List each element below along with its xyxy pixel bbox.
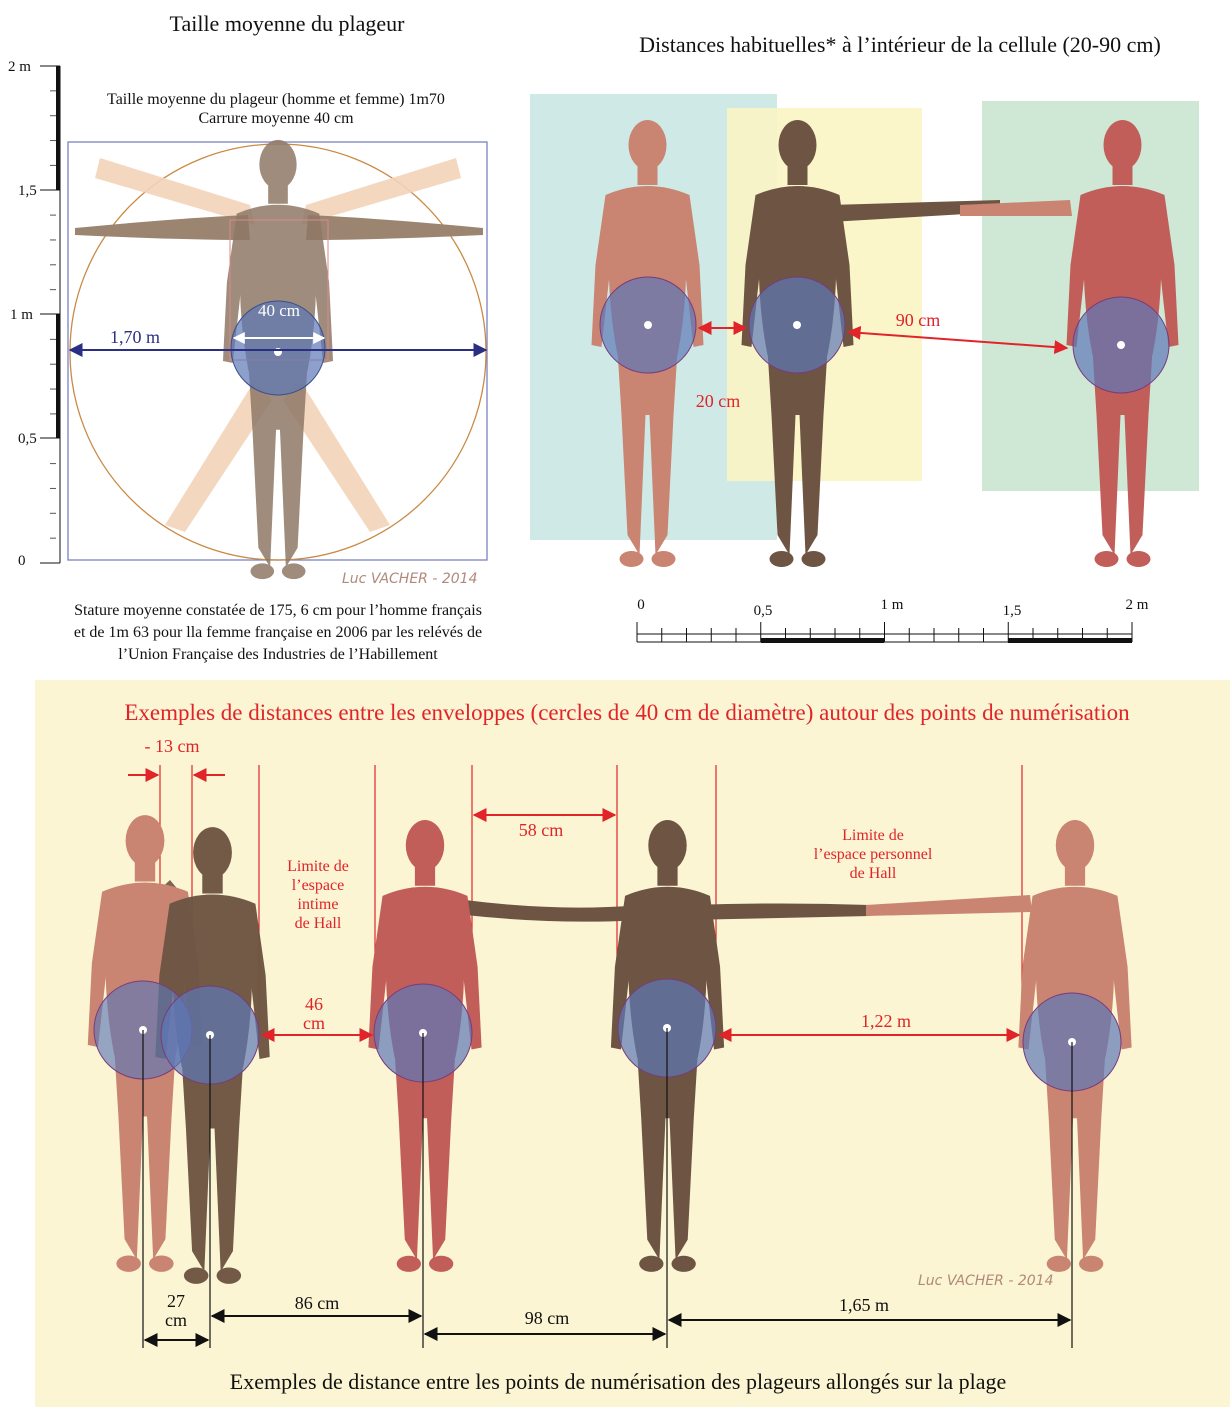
hscale-label-0-5: 0,5 <box>754 603 773 619</box>
personnel-line-2: l’espace personnel <box>814 846 933 863</box>
left-footnote-1: Stature moyenne constatée de 175, 6 cm p… <box>74 602 482 619</box>
personnel-line-1: Limite de <box>842 827 904 844</box>
bottom-signature: Luc VACHER - 2014 <box>918 1273 1053 1289</box>
horizontal-scale: 0 0,5 1 m 1,5 2 m <box>637 597 1149 643</box>
label-122: 1,22 m <box>861 1011 911 1031</box>
scale-label-0-5: 0,5 <box>18 431 37 447</box>
scale-label-0: 0 <box>18 553 26 569</box>
intime-line-2: l’espace <box>292 877 344 894</box>
label-46-line1: 46 <box>305 994 323 1014</box>
intime-line-1: Limite de <box>287 858 349 875</box>
label-46-line2: cm <box>303 1013 325 1033</box>
label-90cm: 90 cm <box>896 310 941 330</box>
width-label: 1,70 m <box>110 327 160 347</box>
left-panel: Taille moyenne du plageur 2 m 1,5 1 m 0,… <box>8 11 487 663</box>
label-27-line2: cm <box>165 1310 187 1330</box>
intime-line-4: de Hall <box>295 915 342 932</box>
right-panel: Distances habituelles* à l’intérieur de … <box>530 32 1199 643</box>
vitruvian-figure: 40 cm 1,70 m <box>68 140 487 579</box>
left-caption-1: Taille moyenne du plageur (homme et femm… <box>107 91 445 108</box>
label-165: 1,65 m <box>839 1295 889 1315</box>
left-signature: Luc VACHER - 2014 <box>342 571 477 587</box>
hscale-label-2m: 2 m <box>1126 597 1149 613</box>
intime-line-3: intime <box>298 896 339 913</box>
left-title: Taille moyenne du plageur <box>170 11 406 36</box>
overlap-label: - 13 cm <box>145 736 200 756</box>
label-27-line1: 27 <box>167 1291 185 1311</box>
label-20cm: 20 cm <box>696 391 741 411</box>
bottom-caption: Exemples de distance entre les points de… <box>230 1369 1007 1394</box>
bottom-title: Exemples de distances entre les envelopp… <box>124 700 1130 725</box>
vertical-scale: 2 m 1,5 1 m 0,5 0 <box>8 59 60 569</box>
hscale-label-1-5: 1,5 <box>1003 603 1022 619</box>
label-98cm: 98 cm <box>525 1308 570 1328</box>
scale-label-1m: 1 m <box>10 307 33 323</box>
scale-label-1-5: 1,5 <box>18 183 37 199</box>
hscale-label-1m: 1 m <box>881 597 904 613</box>
bottom-panel: Exemples de distances entre les envelopp… <box>35 680 1230 1407</box>
shoulder-label: 40 cm <box>258 301 300 320</box>
left-footnote-3: l’Union Française des Industries de l’Ha… <box>118 646 438 663</box>
left-caption-2: Carrure moyenne 40 cm <box>198 110 354 127</box>
personnel-line-3: de Hall <box>850 865 897 882</box>
scale-label-2m: 2 m <box>8 59 31 75</box>
label-86cm: 86 cm <box>295 1293 340 1313</box>
label-58cm: 58 cm <box>519 820 564 840</box>
hscale-label-0: 0 <box>637 597 645 613</box>
left-footnote-2: et de 1m 63 pour lla femme française en … <box>74 624 482 641</box>
right-title: Distances habituelles* à l’intérieur de … <box>639 32 1161 57</box>
